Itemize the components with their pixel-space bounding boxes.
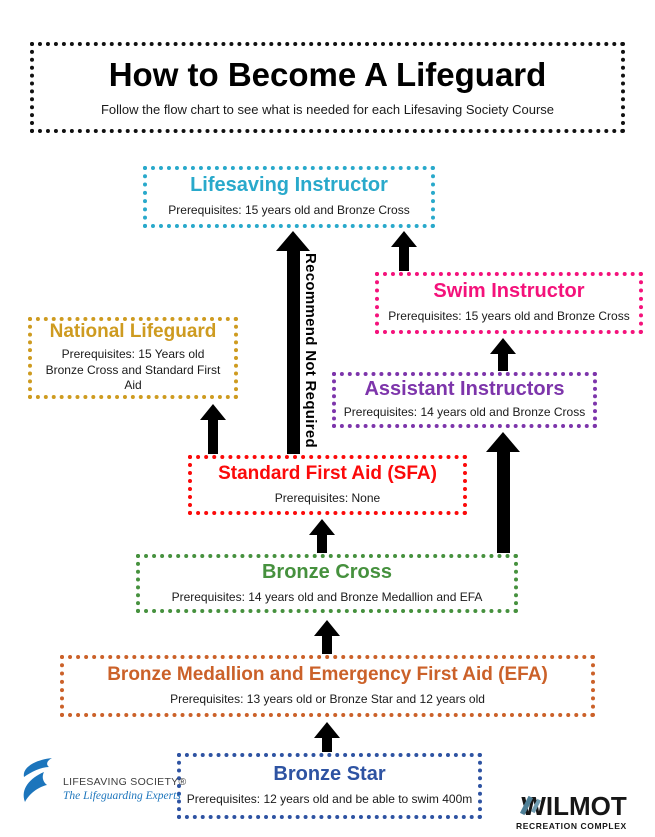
wilmot-recreation-logo: WILMOT RECREATION COMPLEX: [516, 793, 627, 831]
course-box-standard-first-aid: Standard First Aid (SFA) Prerequisites: …: [188, 455, 467, 515]
course-title: Swim Instructor: [433, 280, 585, 303]
lifesaving-society-swoosh-icon: [23, 758, 52, 802]
course-title: Lifesaving Instructor: [190, 174, 388, 197]
course-prerequisites: Prerequisites: None: [274, 490, 381, 505]
wilmot-subtext: RECREATION COMPLEX: [516, 821, 627, 831]
arrow-bronze-star-to-medallion-icon: [314, 722, 340, 752]
arrow-swim-to-lifesaving-instructor-icon: [391, 231, 417, 271]
course-prerequisites: Prerequisites: 15 years old and Bronze C…: [388, 309, 630, 324]
lifesaving-society-tagline: The Lifeguarding Experts: [63, 790, 181, 802]
arrow-sfa-to-national-lifeguard-icon: [200, 404, 226, 454]
course-prerequisites: Prerequisites: 14 years old and Bronze C…: [343, 405, 586, 420]
course-title: Bronze Medallion and Emergency First Aid…: [107, 663, 548, 685]
page-subtitle: Follow the flow chart to see what is nee…: [100, 102, 555, 117]
course-title: National Lifeguard: [49, 321, 217, 343]
course-title: Standard First Aid (SFA): [218, 462, 437, 484]
course-prerequisites: Prerequisites: 15 Years old Bronze Cross…: [45, 347, 221, 393]
lifesaving-society-logo: LIFESAVING SOCIETY® The Lifeguarding Exp…: [18, 756, 187, 804]
page-title: How to Become A Lifeguard: [108, 56, 547, 93]
course-prerequisites: Prerequisites: 12 years old and be able …: [186, 792, 473, 807]
arrow-assistant-to-swim-instructor-icon: [490, 338, 516, 371]
wilmot-name: WILMOT: [521, 791, 627, 821]
course-box-assistant-instructors: Assistant Instructors Prerequisites: 14 …: [332, 372, 597, 428]
course-title: Bronze Cross: [261, 560, 393, 583]
arrow-sfa-to-lifesaving-instructor-icon: [276, 231, 310, 454]
arrow-bronze-cross-to-assistant-icon: [486, 432, 520, 553]
course-title: Bronze Star: [273, 763, 386, 786]
course-prerequisites: Prerequisites: 13 years old or Bronze St…: [170, 691, 485, 706]
course-box-national-lifeguard: National Lifeguard Prerequisites: 15 Yea…: [28, 317, 238, 399]
course-box-lifesaving-instructor: Lifesaving Instructor Prerequisites: 15 …: [143, 166, 435, 228]
course-prerequisites: Prerequisites: 15 years old and Bronze C…: [168, 203, 410, 218]
arrow-medallion-to-bronze-cross-icon: [314, 620, 340, 654]
course-box-bronze-star: Bronze Star Prerequisites: 12 years old …: [177, 753, 482, 819]
course-box-swim-instructor: Swim Instructor Prerequisites: 15 years …: [375, 272, 643, 334]
course-box-bronze-medallion-efa: Bronze Medallion and Emergency First Aid…: [60, 655, 595, 717]
course-title: Assistant Instructors: [364, 378, 565, 401]
lifesaving-society-name: LIFESAVING SOCIETY®: [63, 776, 187, 788]
title-banner: How to Become A Lifeguard Follow the flo…: [30, 42, 625, 133]
arrow-bronze-cross-to-sfa-icon: [309, 519, 335, 553]
course-box-bronze-cross: Bronze Cross Prerequisites: 14 years old…: [136, 554, 518, 613]
recommend-not-required-label: Recommend Not Required: [302, 253, 319, 448]
course-prerequisites: Prerequisites: 14 years old and Bronze M…: [171, 589, 483, 604]
